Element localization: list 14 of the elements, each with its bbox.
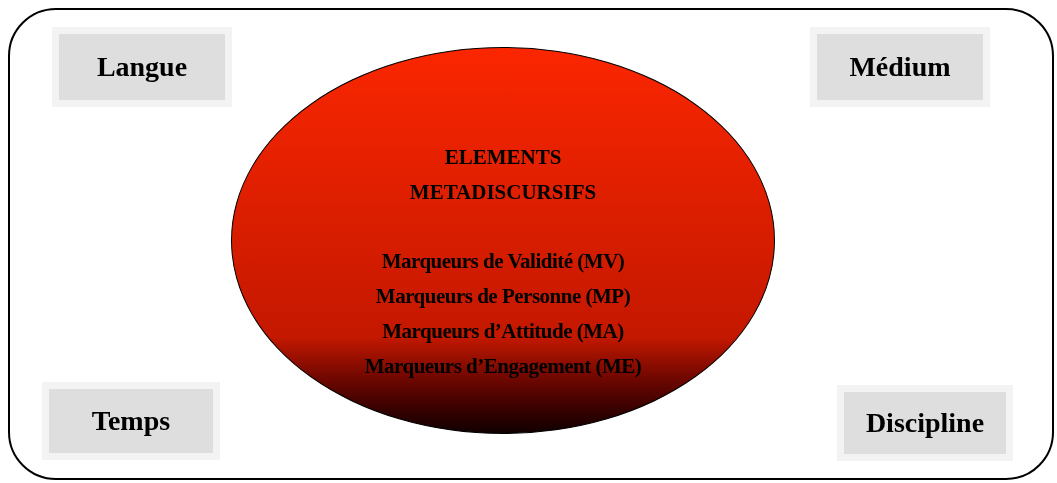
- label-box: [52, 27, 232, 107]
- list-item: Marqueurs de Personne (MP): [375, 283, 631, 310]
- rounded-frame: [8, 8, 1054, 480]
- label-box: [42, 382, 220, 460]
- box-label: Langue: [96, 50, 188, 84]
- list-item: Marqueurs d’Attitude (MA): [382, 318, 624, 345]
- box-label: Discipline: [865, 406, 985, 440]
- label-box: [810, 27, 990, 107]
- label-box: [837, 385, 1013, 461]
- list-item: Marqueurs de Validité (MV): [381, 248, 625, 275]
- box-label: Médium: [849, 50, 951, 84]
- box-label: Temps: [91, 404, 171, 438]
- ellipse-title: ELEMENTS METADISCURSIFS: [408, 144, 598, 206]
- list-item: Marqueurs d’Engagement (ME): [364, 353, 642, 380]
